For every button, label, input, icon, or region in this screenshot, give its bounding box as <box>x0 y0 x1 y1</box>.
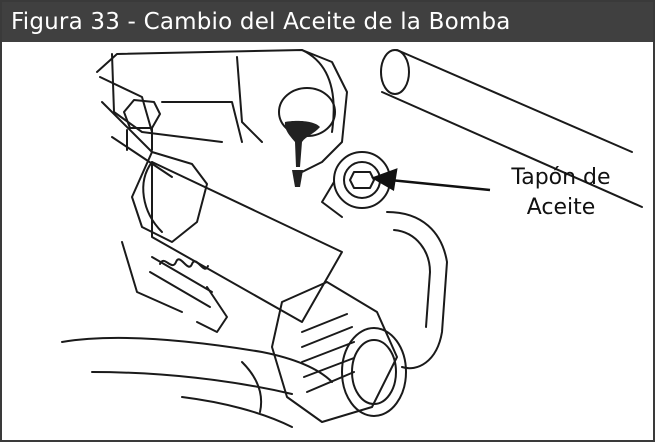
oil-plug-hex <box>350 172 374 188</box>
oil-plug-callout: Tapón de Aceite <box>476 163 646 223</box>
threaded-fitting <box>272 282 397 422</box>
bolt-cap <box>124 100 160 128</box>
figure-title: Figura 33 - Cambio del Aceite de la Bomb… <box>2 2 653 42</box>
callout-line-2: Aceite <box>476 193 646 223</box>
bypass-tube <box>387 212 447 368</box>
hand <box>62 338 332 382</box>
upper-tube <box>397 50 632 152</box>
oil-stream <box>285 121 320 187</box>
pump-oil-change-illustration <box>2 42 653 440</box>
pump-housing <box>97 50 347 172</box>
callout-line-1: Tapón de <box>476 163 646 193</box>
callout-arrow <box>374 170 490 190</box>
discharge-pipe <box>152 162 342 322</box>
